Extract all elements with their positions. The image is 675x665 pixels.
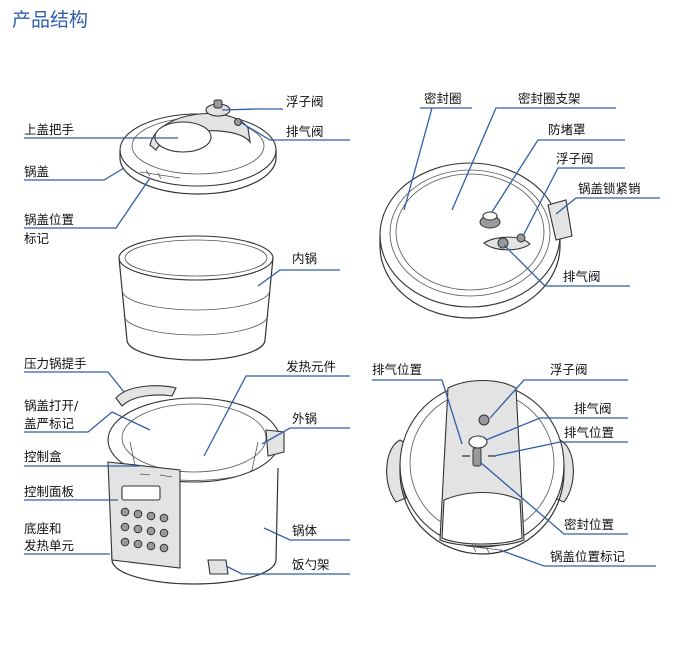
label-seal-ring: 密封圈 [424, 91, 462, 106]
leader-exhaust-valve-2 [503, 244, 630, 287]
lid-illustration [119, 99, 277, 195]
label-exhaust-valve-3: 排气阀 [574, 401, 612, 416]
label-outer-pot: 外锅 [292, 411, 317, 426]
leader-outer-pot [261, 427, 350, 445]
leader-lid-lock-pin [555, 197, 660, 215]
cooker-assembly-illustration [107, 385, 285, 585]
label-lid-open-close-2: 盖严标记 [24, 416, 75, 431]
page-title: 产品结构 [12, 9, 88, 31]
leader-exhaust-valve-1 [239, 121, 350, 141]
leader-lid-position-mark-3 [499, 549, 656, 567]
label-ladle-holder: 饭勺架 [292, 557, 330, 572]
leader-float-valve-1 [221, 108, 283, 111]
label-heating-element: 发热元件 [286, 359, 336, 374]
leader-exhaust-valve-3 [485, 417, 628, 441]
label-float-valve-3: 浮子阀 [550, 362, 588, 377]
label-exhaust-valve-1: 排气阀 [286, 124, 324, 139]
leader-heating-element [203, 375, 350, 457]
label-anti-block-cover: 防堵罩 [548, 122, 586, 137]
inner-pot-illustration [118, 235, 274, 361]
leader-lid-position-mark [24, 177, 151, 229]
leader-float-valve-3 [489, 379, 628, 419]
label-exhaust-valve-2: 排气阀 [563, 269, 601, 284]
label-exhaust-position-2: 排气位置 [564, 425, 614, 440]
label-body: 锅体 [292, 523, 318, 538]
leader-ladle-holder [225, 565, 350, 575]
leader-lid [24, 167, 125, 181]
leader-float-valve-2 [522, 167, 625, 237]
labels: 上盖把手 浮子阀 排气阀 锅盖 锅盖位置 标记 内锅 密封圈 密封圈支架 防堵罩… [24, 91, 641, 572]
leader-exhaust-position-2 [493, 441, 628, 457]
label-control-panel: 控制面板 [24, 484, 75, 499]
label-inner-pot: 内锅 [292, 251, 317, 266]
label-float-valve-2: 浮子阀 [556, 151, 594, 166]
leader-anti-block-cover [491, 139, 625, 213]
label-lid-handle: 上盖把手 [24, 122, 74, 137]
leader-seal-ring [403, 107, 472, 211]
label-lid-open-close-1: 锅盖打开/ [24, 398, 79, 413]
label-seal-ring-bracket: 密封圈支架 [518, 91, 581, 106]
leader-cooker-handle [24, 371, 125, 393]
label-base-heater-2: 发热单元 [24, 538, 74, 553]
leader-lines [24, 107, 660, 575]
label-lid-position-mark-2: 标记 [24, 231, 50, 246]
label-seal-position: 密封位置 [564, 517, 614, 532]
label-exhaust-position-1: 排气位置 [372, 362, 422, 377]
leader-lid-open-close [24, 411, 151, 433]
label-lid-lock-pin: 锅盖锁紧销 [578, 181, 641, 196]
lid-top-view-illustration [386, 380, 574, 555]
lid-underside-illustration [379, 162, 573, 319]
leader-seal-position [479, 461, 628, 535]
label-lid-position-mark: 锅盖位置 [24, 212, 74, 227]
label-lid: 锅盖 [24, 164, 49, 179]
leader-inner-pot [257, 269, 340, 287]
label-lid-position-mark-3: 锅盖位置标记 [550, 549, 626, 564]
leader-exhaust-position-1 [372, 379, 463, 445]
leader-body [263, 527, 350, 541]
label-base-heater-1: 底座和 [24, 521, 62, 536]
label-float-valve-1: 浮子阀 [286, 94, 324, 109]
label-control-box: 控制盒 [24, 449, 62, 464]
leader-seal-ring-bracket [451, 107, 616, 211]
label-cooker-handle: 压力锅提手 [24, 356, 87, 371]
